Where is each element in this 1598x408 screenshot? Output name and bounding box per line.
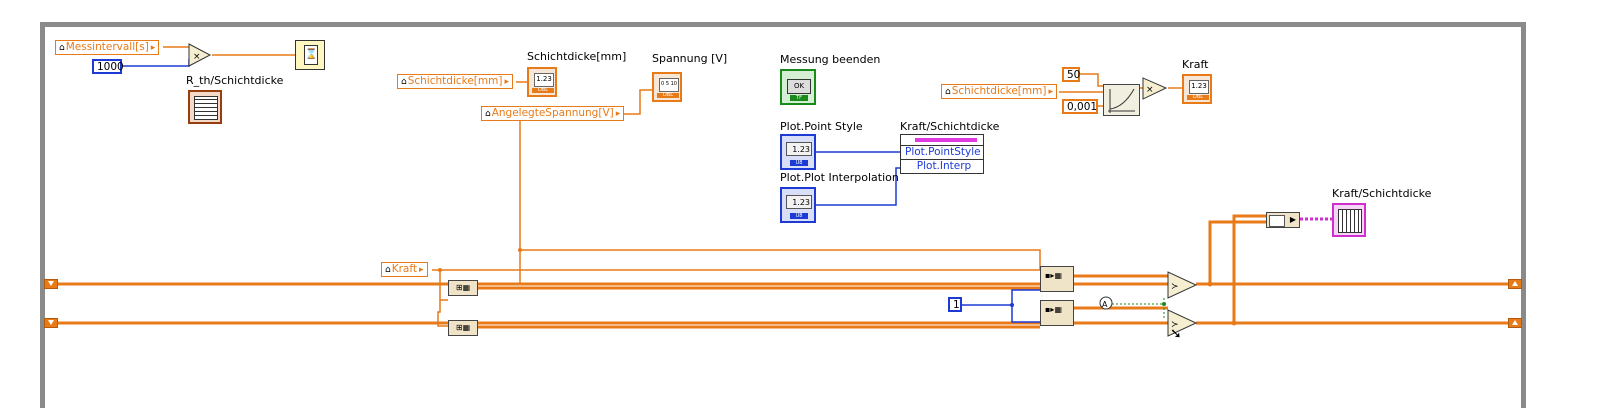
schichtdicke-indicator[interactable]: 1.23 DBL	[527, 67, 557, 97]
while-loop-frame-right	[1521, 22, 1526, 408]
orange-wires	[163, 46, 1182, 327]
blue-wires	[122, 59, 1040, 323]
while-loop-frame-top	[40, 22, 1526, 27]
power-of-x-icon	[1108, 88, 1135, 113]
wire-junction	[438, 268, 442, 272]
label-schichtdicke-indicator: Schichtdicke[mm]	[527, 50, 627, 63]
constant-1000[interactable]: 1000	[92, 59, 124, 74]
wire[interactable]	[437, 300, 448, 327]
wire-junction	[1010, 303, 1014, 307]
array-wires	[58, 214, 1508, 329]
select-node-2[interactable]: ≻	[1167, 309, 1198, 337]
build-array-node-1[interactable]: ⊞▦	[448, 280, 478, 296]
shift-register-right-1[interactable]	[1508, 279, 1522, 289]
label-messung-beenden: Messung beenden	[780, 53, 881, 66]
label-plot-point-style: Plot.Point Style	[780, 120, 863, 133]
multiply-node[interactable]: ×	[188, 43, 212, 67]
mouse-cursor-icon: ➘	[1170, 326, 1182, 342]
wire[interactable]	[816, 167, 900, 206]
wire-junction	[1231, 320, 1237, 326]
select-icon: ≻	[1171, 320, 1179, 330]
xy-graph-icon	[194, 96, 218, 120]
replace-array-subset-node-2[interactable]: ▪▸▦	[1040, 300, 1074, 326]
svg-text:A: A	[1102, 300, 1108, 309]
replace-array-subset-icon: ▪▸▦	[1045, 305, 1062, 314]
property-plot-point-style[interactable]: Plot.PointStyle	[901, 146, 983, 160]
wire[interactable]	[1232, 214, 1266, 323]
constant-0001[interactable]: 0,001	[1062, 99, 1098, 114]
local-var-angelegte-spannung[interactable]: ⌂AngelegteSpannung[V]	[481, 106, 625, 121]
local-var-messintervall[interactable]: ⌂Messintervall[s]	[55, 40, 160, 55]
r-th-graph-terminal[interactable]	[188, 90, 222, 124]
metronome-icon: ⌛	[304, 45, 318, 65]
label-kraft-schichtdicke-graph: Kraft/Schichtdicke	[1332, 187, 1432, 200]
increment-node[interactable]: A	[1099, 296, 1113, 310]
constant-50[interactable]: 50	[1062, 67, 1080, 82]
replace-array-subset-node-1[interactable]: ▪▸▦	[1040, 266, 1074, 292]
property-node[interactable]: Plot.PointStyle Plot.Interp	[900, 134, 984, 174]
shift-register-right-2[interactable]	[1508, 318, 1522, 328]
shift-register-left-2[interactable]	[44, 318, 58, 328]
label-property-node: Kraft/Schichtdicke	[900, 120, 1000, 133]
wire[interactable]	[122, 59, 190, 67]
multiply-icon: ×	[1146, 85, 1154, 95]
select-icon: ≻	[1171, 282, 1179, 292]
local-var-schichtdicke[interactable]: ⌂Schichtdicke[mm]	[397, 74, 513, 89]
wire[interactable]	[519, 114, 1041, 270]
while-loop-frame-left	[40, 22, 45, 408]
wait-ms-node[interactable]: ⌛	[295, 40, 325, 70]
wire[interactable]	[1208, 220, 1266, 284]
house-icon: ⌂	[59, 43, 65, 53]
build-array-node-2[interactable]: ⊞▦	[448, 320, 478, 336]
label-kraft: Kraft	[1182, 58, 1209, 71]
messung-beenden-button[interactable]: OK TF	[780, 69, 816, 105]
shift-register-left-1[interactable]	[44, 279, 58, 289]
wire[interactable]	[1112, 296, 1165, 305]
local-var-kraft[interactable]: ⌂Kraft	[381, 262, 428, 277]
house-icon: ⌂	[401, 77, 407, 87]
wire[interactable]	[622, 89, 652, 115]
bundle-node[interactable]: ▶	[1266, 212, 1300, 228]
wire-junction	[1162, 302, 1166, 306]
label-plot-interpolation: Plot.Plot Interpolation	[780, 171, 899, 184]
multiply-node-2[interactable]: ×	[1142, 77, 1168, 100]
constant-1[interactable]: 1	[948, 297, 962, 312]
local-var-schichtdicke-2[interactable]: ⌂Schichtdicke[mm]	[941, 84, 1057, 99]
power-of-x-node[interactable]	[1103, 84, 1140, 116]
wire[interactable]	[1011, 305, 1040, 323]
house-icon: ⌂	[485, 109, 491, 119]
plot-point-style-control[interactable]: 1.23 U8	[780, 134, 816, 170]
wire[interactable]	[962, 289, 1040, 306]
plot-interpolation-control[interactable]: 1.23 U8	[780, 187, 816, 223]
label-r-th: R_th/Schichtdicke	[186, 74, 284, 87]
house-icon: ⌂	[385, 265, 391, 275]
xy-graph-icon	[1338, 209, 1362, 233]
select-node-1[interactable]: ≻	[1167, 271, 1198, 299]
label-spannung: Spannung [V]	[652, 52, 728, 65]
multiply-icon: ×	[193, 52, 201, 62]
property-plot-interp[interactable]: Plot.Interp	[916, 160, 972, 172]
replace-array-subset-icon: ▪▸▦	[1045, 271, 1062, 280]
build-array-icon: ⊞▦	[455, 323, 471, 332]
wire[interactable]	[1080, 73, 1103, 87]
bundle-icon	[1269, 215, 1285, 227]
kraft-indicator[interactable]: 1.23 DBL	[1182, 74, 1212, 104]
house-icon: ⌂	[945, 87, 951, 97]
spannung-slider-indicator[interactable]: 0 5 10 DBL	[652, 72, 682, 102]
wire-junction	[1207, 281, 1213, 287]
wire-junction	[518, 248, 522, 252]
build-array-icon: ⊞▦	[455, 283, 471, 292]
kraft-schichtdicke-graph-terminal[interactable]	[1332, 203, 1366, 237]
